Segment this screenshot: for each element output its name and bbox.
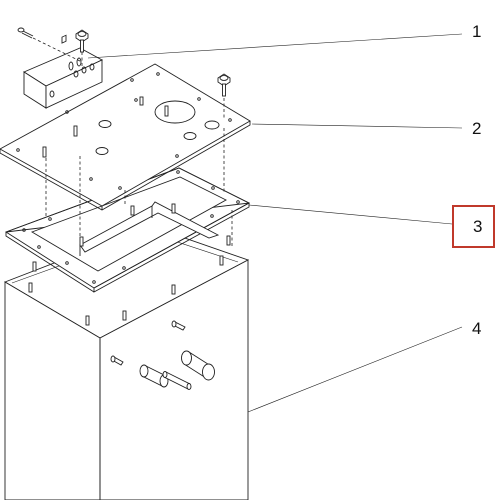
part-4-box [3, 225, 250, 500]
box-rim-studs [28, 255, 224, 326]
box-pipes [110, 320, 215, 390]
assembly-dashed-lines [32, 37, 233, 246]
inner-collar [79, 201, 231, 256]
part-1-bracket [17, 27, 103, 109]
callout-2: 2 [472, 119, 481, 138]
bracket-screw [17, 27, 34, 39]
callout-4: 4 [472, 319, 481, 338]
callout-labels: 1 2 3 4 [452, 22, 495, 338]
leader-line-2 [251, 123, 463, 129]
plate-bolt [217, 73, 231, 97]
callout-1: 1 [472, 22, 481, 41]
part-2-plate [0, 63, 251, 211]
callout-3: 3 [473, 217, 482, 236]
bracket-slots [49, 34, 95, 98]
leader-line-1 [87, 33, 463, 59]
callout-3-highlight-box [452, 205, 495, 248]
leader-line-3 [248, 204, 453, 225]
leader-lines [87, 33, 463, 413]
plate-studs [42, 96, 169, 158]
gasket-holes [22, 170, 240, 284]
leader-line-4 [247, 326, 463, 413]
plate-holes [16, 72, 232, 190]
